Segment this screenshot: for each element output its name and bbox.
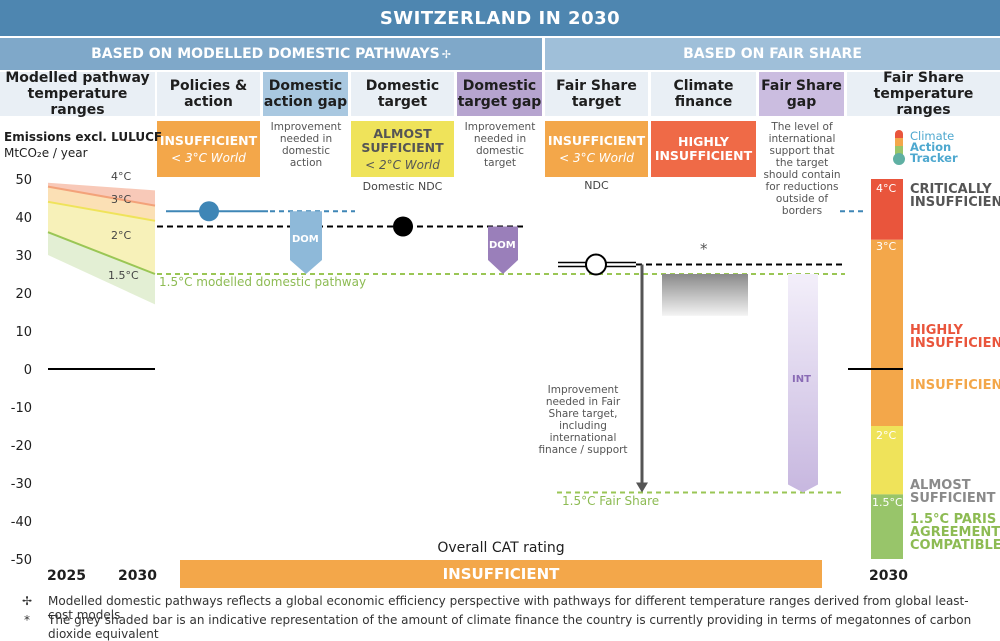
cat-insufficient: INSUFFICIENT bbox=[910, 378, 1000, 393]
fs-target-marker bbox=[585, 253, 607, 276]
col-dom-target: Domestic target bbox=[351, 72, 454, 116]
dom-action-gap-label: DOM bbox=[292, 234, 319, 245]
y-tick-label: -50 bbox=[11, 553, 32, 568]
col-dom-action-gap: Domestic action gap bbox=[263, 72, 348, 116]
scale-label-4c: 4°C bbox=[876, 182, 897, 195]
policies-marker bbox=[199, 201, 219, 222]
policies-rating-sub: < 3°C World bbox=[171, 150, 246, 165]
col-fs-target: Fair Share target bbox=[545, 72, 648, 116]
scale-3c bbox=[871, 239, 903, 426]
finance-rating-label2: INSUFFICIENT bbox=[654, 148, 753, 163]
cat-critically-insufficient: CRITICALLY INSUFFICIENT bbox=[910, 182, 1000, 210]
dom-target-rating: ALMOST SUFFICIENT < 2°C World bbox=[351, 121, 454, 177]
band-3c bbox=[48, 186, 155, 221]
fs-gap-note: The level of international support that … bbox=[763, 121, 841, 217]
domestic-ndc-note: Domestic NDC bbox=[362, 180, 443, 193]
y-tick-label: 40 bbox=[15, 211, 32, 226]
int-gap-arrow bbox=[788, 274, 818, 493]
col-policies: Policies & action bbox=[157, 72, 260, 116]
y-axis-unit: MtCO₂e / year bbox=[4, 146, 88, 160]
finance-asterisk: * bbox=[700, 240, 708, 258]
scale-1-5c bbox=[871, 494, 903, 559]
fs-improvement-note: Improvement needed in Fair Share target,… bbox=[538, 384, 628, 456]
section-fair-header: BASED ON FAIR SHARE bbox=[545, 38, 1000, 70]
domestic-pathway-label: 1.5°C modelled domestic pathway bbox=[159, 275, 367, 289]
x-label-right-2030: 2030 bbox=[869, 568, 908, 584]
int-gap-label: INT bbox=[792, 374, 811, 385]
section-modelled-header: BASED ON MODELLED DOMESTIC PATHWAYS✢ bbox=[0, 38, 542, 70]
dom-target-rating-sub: < 2°C World bbox=[365, 157, 440, 172]
y-tick-label: 50 bbox=[15, 173, 32, 188]
footnote-1: Modelled domestic pathways reflects a gl… bbox=[48, 594, 969, 622]
col-finance: Climate finance bbox=[651, 72, 756, 116]
col-modelled-ranges: Modelled pathway temperature ranges bbox=[0, 70, 155, 118]
pathway-label-2c: 2°C bbox=[111, 229, 132, 242]
footnote-2: The grey shaded bar is an indicative rep… bbox=[48, 613, 972, 641]
finance-rating: HIGHLY INSUFFICIENT bbox=[651, 121, 756, 177]
y-tick-label: -40 bbox=[11, 515, 32, 530]
cat-almost-sufficient: ALMOST SUFFICIENT bbox=[910, 478, 996, 506]
col-dom-target-gap: Domestic target gap bbox=[457, 72, 542, 116]
cat-paris-compatible: 1.5°C PARIS AGREEMENT COMPATIBLE bbox=[910, 512, 1000, 553]
boundary-4c-3c bbox=[47, 185, 156, 207]
dom-action-gap-arrow bbox=[290, 211, 322, 274]
y-tick-label: 30 bbox=[15, 249, 32, 264]
finance-rating-label1: HIGHLY bbox=[678, 134, 729, 149]
y-tick-label: 0 bbox=[24, 363, 32, 378]
x-label-2030: 2030 bbox=[118, 568, 157, 584]
fair-share-line-label: 1.5°C Fair Share bbox=[562, 494, 660, 508]
fs-target-rating-label: INSUFFICIENT bbox=[547, 132, 646, 148]
thermometer-icon bbox=[890, 128, 908, 166]
scale-label-1-5c: 1.5°C bbox=[872, 496, 903, 509]
fs-target-rating-sub: < 3°C World bbox=[559, 150, 634, 165]
scale-label-2c: 2°C bbox=[876, 429, 897, 442]
y-tick-label: -30 bbox=[11, 477, 32, 492]
domestic-target-marker bbox=[393, 216, 413, 237]
policies-rating: INSUFFICIENT < 3°C World bbox=[157, 121, 260, 177]
band-1-5c bbox=[48, 232, 155, 305]
scale-label-3c: 3°C bbox=[876, 240, 897, 253]
pathway-label-4c: 4°C bbox=[111, 170, 132, 183]
dom-target-rating-label1: ALMOST bbox=[373, 125, 432, 141]
col-fs-gap: Fair Share gap bbox=[759, 72, 844, 116]
y-tick-label: -10 bbox=[11, 401, 32, 416]
band-2c bbox=[48, 201, 155, 274]
pathway-label-3c: 3°C bbox=[111, 193, 132, 206]
logo-word-3: Tracker bbox=[910, 151, 958, 165]
footnote-mark-1: ✢ bbox=[22, 594, 33, 608]
y-tick-label: 10 bbox=[15, 325, 32, 340]
overall-rating-value: INSUFFICIENT bbox=[180, 560, 822, 588]
pathway-label-1-5c: 1.5°C bbox=[108, 269, 139, 282]
dom-target-gap-arrow bbox=[488, 226, 518, 274]
cat-highly-insufficient: HIGHLY INSUFFICIENT bbox=[910, 323, 1000, 351]
scale-2c bbox=[871, 426, 903, 495]
dom-action-gap-note: Improvement needed in domestic action bbox=[270, 121, 342, 169]
y-tick-label: -20 bbox=[11, 439, 32, 454]
col-fs-ranges: Fair Share temperature ranges bbox=[847, 70, 1000, 118]
page-title: SWITZERLAND IN 2030 bbox=[0, 0, 1000, 36]
x-label-2025: 2025 bbox=[47, 568, 86, 584]
y-tick-label: 20 bbox=[15, 287, 32, 302]
dom-target-gap-note: Improvement needed in domestic target bbox=[464, 121, 536, 169]
footnote-mark-2: * bbox=[24, 613, 30, 627]
overall-rating-label: Overall CAT rating bbox=[437, 540, 565, 556]
logo-word-1: Climate bbox=[910, 129, 955, 143]
fs-target-rating: INSUFFICIENT < 3°C World bbox=[545, 121, 648, 177]
modelled-footnote-mark: ✢ bbox=[441, 47, 451, 61]
fs-improvement-arrowhead bbox=[636, 482, 648, 493]
cat-logo: Climate Action Tracker bbox=[910, 129, 958, 165]
boundary-2c-1-5c bbox=[47, 231, 156, 275]
ndc-note: NDC bbox=[584, 179, 609, 192]
y-axis-label: Emissions excl. LULUCF bbox=[4, 130, 163, 144]
logo-word-2: Action bbox=[910, 140, 952, 154]
policies-rating-label: INSUFFICIENT bbox=[159, 132, 258, 148]
dom-target-rating-label2: SUFFICIENT bbox=[361, 139, 444, 155]
scale-4c bbox=[871, 179, 903, 240]
boundary-3c-2c bbox=[47, 200, 156, 222]
climate-finance-bar bbox=[662, 274, 748, 316]
dom-target-gap-label: DOM bbox=[489, 240, 516, 251]
